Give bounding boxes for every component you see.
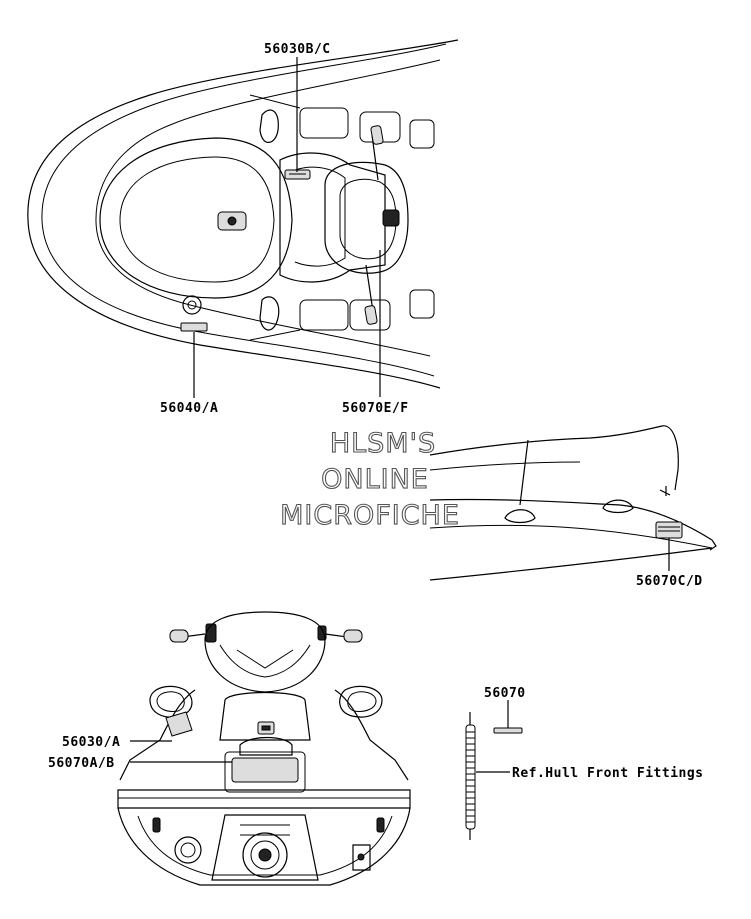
top-view-watercraft (27, 39, 459, 398)
decal-strip-parts (465, 700, 523, 840)
watermark-line-1: HLSM'S (330, 428, 436, 459)
label-56030-a: 56030/A (62, 735, 120, 750)
rear-view-watercraft (117, 611, 411, 886)
label-56040-a: 56040/A (160, 401, 218, 416)
watermark-line-3: MICROFICHE (280, 500, 460, 531)
watermark: HLSM'S ONLINE MICROFICHE (280, 427, 460, 531)
label-56070: 56070 (484, 686, 526, 701)
label-ref-hull-front-fittings: Ref.Hull Front Fittings (512, 766, 704, 781)
side-view-watercraft (429, 425, 717, 581)
part-labels: 56030B/C 56040/A 56070E/F 56070C/D 56030… (48, 42, 704, 781)
label-56070c-d: 56070C/D (636, 574, 703, 589)
label-56070e-f: 56070E/F (342, 401, 409, 416)
label-56070a-b: 56070A/B (48, 756, 115, 771)
watermark-line-2: ONLINE (321, 464, 429, 495)
label-56030b-c: 56030B/C (264, 42, 331, 57)
